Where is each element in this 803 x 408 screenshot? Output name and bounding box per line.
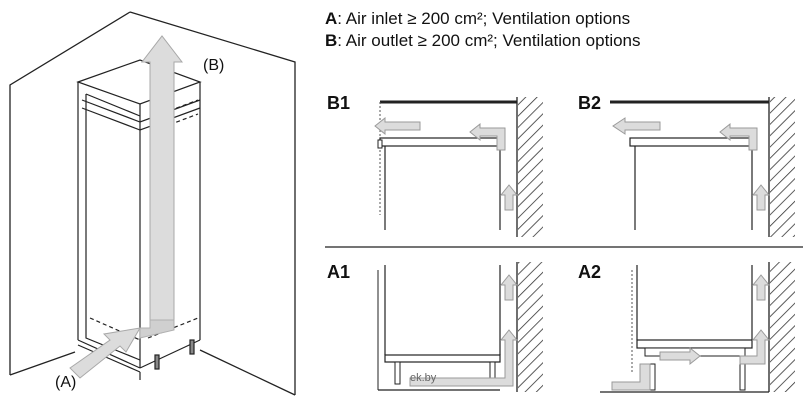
panel-a1 [377,262,543,392]
niche-left-wall [9,11,131,375]
panel-label-a2: A2 [578,262,602,282]
panel-label-b2: B2 [578,93,602,113]
panel-b1 [374,97,543,237]
watermark: ek.by [410,372,437,384]
cabinet-niche [9,11,296,396]
legend-inlet-text: : Air inlet ≥ 200 cm²; Ventilation optio… [337,9,631,28]
panel-label-a1: A1 [327,262,351,282]
panel-a2 [600,262,795,393]
niche-right-wall [129,11,296,395]
cabinet-box [76,59,202,380]
wall-hatch [518,97,543,237]
legend-inlet-key: A [325,9,338,28]
panel-label-b1: B1 [327,93,351,113]
legend-outlet-text: : Air outlet ≥ 200 cm²; Ventilation opti… [337,31,641,50]
label-outlet-b: (B) [203,57,225,74]
cabinet-airflow-arrows [69,35,184,379]
legend-inlet: A: Air inlet ≥ 200 cm²; Ventilation opti… [325,9,630,29]
inlet-arrow [69,327,141,379]
legend-outlet-key: B [325,31,338,50]
label-inlet-a: (A) [55,374,77,391]
outlet-arrow-up [140,35,184,321]
legend-outlet: B: Air outlet ≥ 200 cm²; Ventilation opt… [325,31,641,51]
panel-b2 [610,97,795,237]
